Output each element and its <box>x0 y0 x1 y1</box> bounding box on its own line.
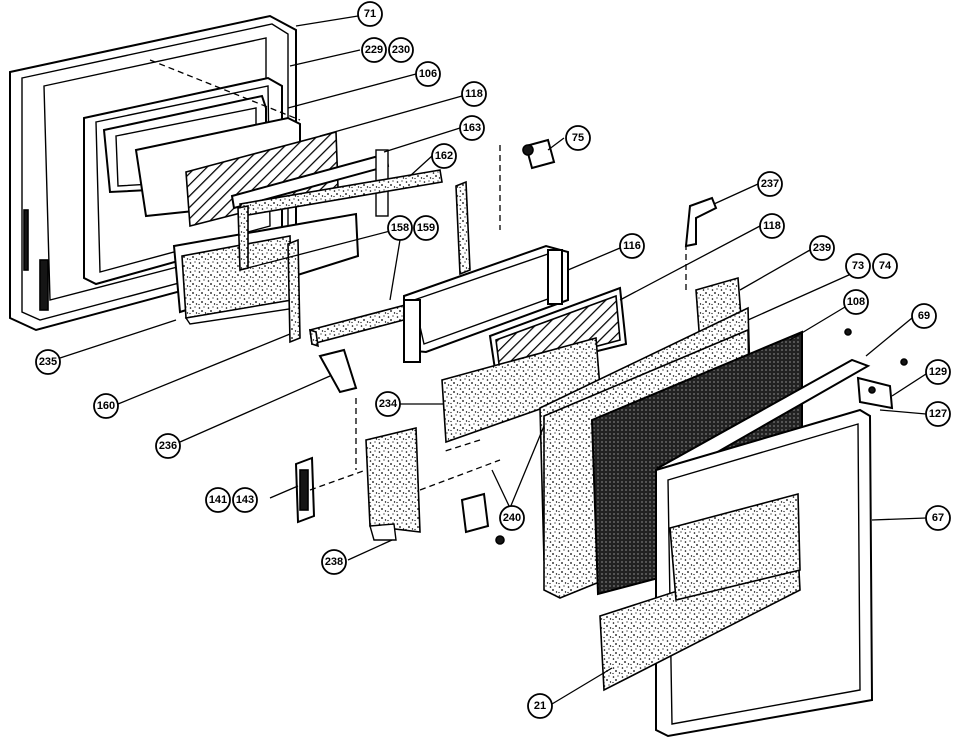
callout-71: 71 <box>357 1 383 27</box>
svg-text:234: 234 <box>379 398 398 410</box>
part-163-strip <box>230 149 443 217</box>
svg-text:69: 69 <box>918 310 930 322</box>
svg-text:237: 237 <box>761 178 779 190</box>
svg-text:159: 159 <box>417 222 435 234</box>
part-116-frame <box>403 244 569 363</box>
svg-text:118: 118 <box>763 220 781 232</box>
svg-text:163: 163 <box>463 122 481 134</box>
callout-143: 143 <box>232 487 258 513</box>
callout-237: 237 <box>757 171 783 197</box>
callout-118-upper: 118 <box>461 81 487 107</box>
svg-text:230: 230 <box>392 44 410 56</box>
callout-163: 163 <box>459 115 485 141</box>
callout-73: 73 <box>845 253 871 279</box>
svg-text:239: 239 <box>813 242 831 254</box>
svg-text:116: 116 <box>623 240 641 252</box>
svg-text:106: 106 <box>419 68 437 80</box>
callout-160: 160 <box>93 393 119 419</box>
svg-text:127: 127 <box>929 408 947 420</box>
callout-118-lower: 118 <box>759 213 785 239</box>
callout-229: 229 <box>361 37 387 63</box>
part-21-kickplate <box>599 492 801 692</box>
callout-106: 106 <box>415 61 441 87</box>
callout-235: 235 <box>35 349 61 375</box>
svg-text:21: 21 <box>534 700 546 712</box>
svg-text:118: 118 <box>465 88 483 100</box>
part-238-panel <box>365 426 421 541</box>
callout-69: 69 <box>911 303 937 329</box>
part-127-129-hinge <box>844 328 908 410</box>
svg-text:129: 129 <box>929 366 947 378</box>
svg-text:73: 73 <box>852 260 864 272</box>
part-118-glass-lower <box>488 286 628 378</box>
svg-text:229: 229 <box>365 44 383 56</box>
callout-116: 116 <box>619 233 645 259</box>
part-240-clip <box>460 492 505 545</box>
callout-238: 238 <box>321 549 347 575</box>
part-75-hinge <box>522 138 556 170</box>
callout-239: 239 <box>809 235 835 261</box>
svg-text:141: 141 <box>209 494 227 506</box>
callout-240: 240 <box>499 505 525 531</box>
callout-21: 21 <box>527 693 553 719</box>
svg-text:162: 162 <box>435 150 453 162</box>
callout-141: 141 <box>205 487 231 513</box>
callout-230: 230 <box>388 37 414 63</box>
part-236-bracket <box>318 348 358 394</box>
svg-text:75: 75 <box>572 132 584 144</box>
svg-text:235: 235 <box>39 356 57 368</box>
svg-text:108: 108 <box>847 296 865 308</box>
callout-159: 159 <box>413 215 439 241</box>
svg-text:67: 67 <box>932 512 944 524</box>
svg-text:240: 240 <box>503 512 521 524</box>
callout-234: 234 <box>375 391 401 417</box>
callout-75: 75 <box>565 125 591 151</box>
callout-74: 74 <box>872 253 898 279</box>
svg-text:160: 160 <box>97 400 115 412</box>
part-141-143-hinge-block <box>294 456 316 524</box>
svg-text:71: 71 <box>364 8 376 20</box>
callout-127: 127 <box>925 401 951 427</box>
assembly-lines <box>149 59 687 491</box>
callout-108: 108 <box>843 289 869 315</box>
svg-text:158: 158 <box>391 222 409 234</box>
svg-text:143: 143 <box>236 494 254 506</box>
part-237-bracket <box>684 196 718 248</box>
callout-129: 129 <box>925 359 951 385</box>
callout-67: 67 <box>925 505 951 531</box>
leader-lines <box>59 15 927 705</box>
part-162-bracket <box>455 180 471 276</box>
svg-text:238: 238 <box>325 556 343 568</box>
callout-236: 236 <box>155 433 181 459</box>
svg-text:74: 74 <box>879 260 892 272</box>
svg-text:236: 236 <box>159 440 177 452</box>
callout-158: 158 <box>387 215 413 241</box>
callout-162: 162 <box>431 143 457 169</box>
